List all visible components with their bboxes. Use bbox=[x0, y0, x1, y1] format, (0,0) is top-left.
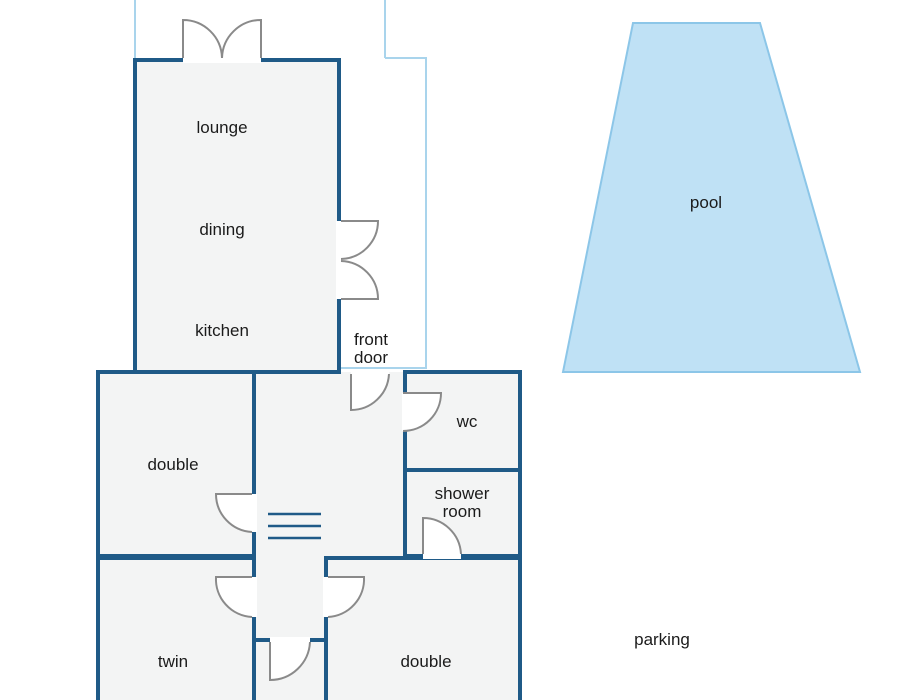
stairs-icon bbox=[268, 512, 321, 540]
label-front-door-1: front bbox=[354, 330, 388, 349]
label-lounge: lounge bbox=[196, 118, 247, 137]
label-pool: pool bbox=[690, 193, 722, 212]
door-gaps bbox=[183, 57, 461, 643]
label-wc: wc bbox=[456, 412, 478, 431]
lounge-french-door-right bbox=[221, 18, 262, 59]
double-right-door-swing bbox=[327, 576, 366, 618]
label-kitchen: kitchen bbox=[195, 321, 249, 340]
label-twin: twin bbox=[158, 652, 188, 671]
label-shower-1: shower bbox=[435, 484, 490, 503]
label-parking: parking bbox=[634, 630, 690, 649]
label-dining: dining bbox=[199, 220, 244, 239]
wc-door-swing bbox=[402, 392, 443, 432]
dining-french-door-bottom bbox=[340, 260, 380, 300]
twin-door-swing bbox=[214, 576, 253, 618]
label-double-right: double bbox=[400, 652, 451, 671]
shower-room-door-swing bbox=[422, 516, 462, 555]
pool-shape bbox=[561, 22, 862, 373]
double-left-door-swing bbox=[214, 493, 253, 533]
front-door-swing bbox=[350, 373, 390, 412]
label-shower-2: room bbox=[443, 502, 482, 521]
dining-french-door-top bbox=[340, 220, 380, 260]
room-fills bbox=[98, 60, 520, 700]
lounge-french-door-left bbox=[182, 18, 223, 59]
terrace-outline bbox=[134, 0, 427, 369]
doors bbox=[182, 18, 462, 682]
room-labels: lounge dining kitchen front door wc doub… bbox=[147, 118, 722, 671]
label-double-left: double bbox=[147, 455, 198, 474]
cupboard-door-swing bbox=[269, 641, 311, 682]
label-front-door-2: door bbox=[354, 348, 388, 367]
